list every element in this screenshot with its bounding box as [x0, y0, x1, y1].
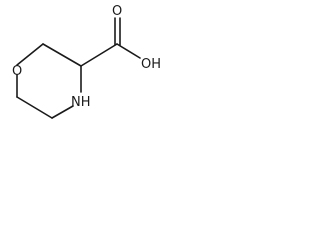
ring-oxygen-label: O	[12, 64, 22, 79]
morpholine-carboxylic-acid-structure: O NH O OH	[12, 4, 161, 119]
bond-c3-carboxyl-carbon	[80, 43, 118, 67]
bond-ch2-bottom-ch2-left	[16, 96, 53, 119]
ring-nitrogen-label: NH	[71, 95, 91, 110]
bond-ch2-top-c3	[42, 43, 82, 67]
bond-n-ch2-bottom	[51, 105, 74, 119]
hydroxyl-label: OH	[141, 57, 161, 72]
molecule-canvas: O NH O OH	[0, 0, 164, 134]
bond-carboxyl-hydroxyl	[116, 43, 141, 59]
carbonyl-oxygen-label: O	[112, 4, 122, 19]
bond-o-ch2-top	[16, 43, 44, 66]
